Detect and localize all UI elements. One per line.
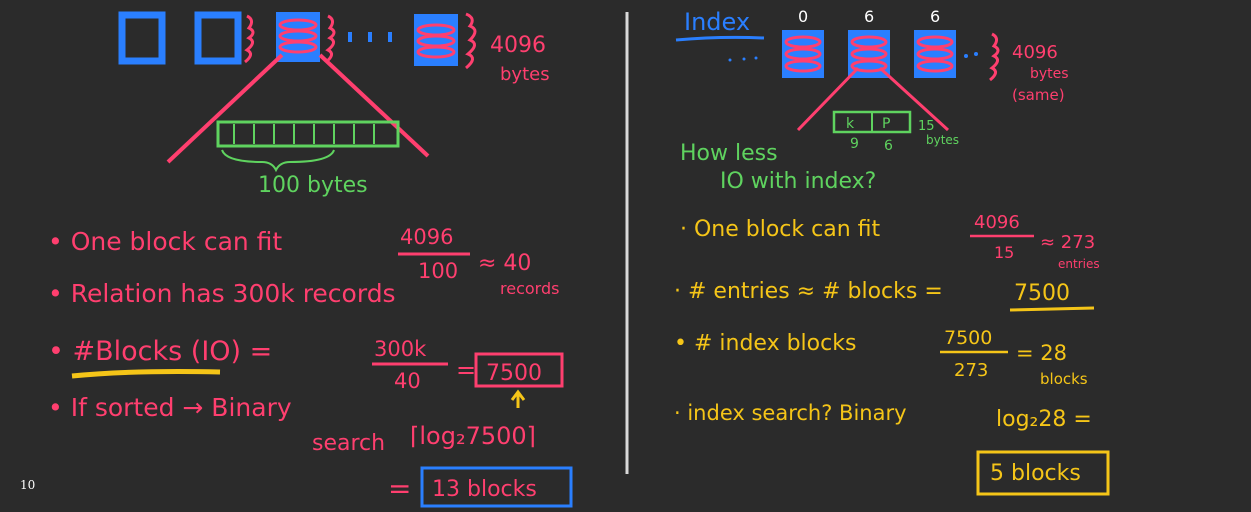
right-bullet-1-unit: entries (1058, 257, 1100, 271)
record-field-dividers (233, 124, 375, 144)
left-bullet-4-equals: = (388, 472, 411, 505)
entry-stack-icon (916, 35, 954, 73)
right-bullet-3-equals: = 28 (1016, 341, 1067, 365)
record-brace-icon (221, 149, 335, 173)
right-bullet-1-text: · One block can fit (680, 217, 881, 242)
disk-block-empty-1 (118, 11, 166, 65)
right-bullet-4-text: · index search? Binary (674, 401, 907, 425)
record-stack-icon (278, 18, 318, 54)
left-bullet-4-text: • If sorted → Binary (48, 393, 292, 422)
result-box (474, 352, 564, 388)
index-label: Index (684, 8, 750, 36)
index-entry-total: 15 (918, 119, 935, 134)
left-bullet-3-numerator: 300k (374, 337, 427, 361)
result-underline (1009, 306, 1095, 312)
right-bullet-3-denominator: 273 (954, 360, 988, 381)
left-bullet-4-formula: ⌈log₂7500⌉ (410, 422, 536, 450)
column-number-2: 6 (864, 7, 874, 26)
index-entry-pointer: P (882, 116, 890, 132)
zoom-line-left (796, 66, 860, 132)
highlight-underline (71, 369, 221, 379)
index-entry-total-unit: bytes (926, 133, 959, 147)
brace-icon (989, 32, 1000, 82)
right-bullet-3-unit: blocks (1040, 370, 1088, 388)
column-number-3: 6 (930, 7, 940, 26)
right-bullet-3-text: • # index blocks (674, 331, 856, 356)
right-index-diagram: Index 0 6 6 4096 bytes (same) k P (675, 7, 1069, 194)
index-block-size-unit: bytes (1030, 66, 1069, 82)
right-bullet-4-result: 5 blocks (990, 461, 1081, 486)
ellipsis-icon (964, 52, 978, 58)
right-bullet-2-result: 7500 (1014, 281, 1070, 306)
block-size-value: 4096 (490, 33, 546, 58)
index-block-size: 4096 (1012, 42, 1058, 63)
question-line-1: How less (680, 141, 778, 166)
left-bullet-2-text: • Relation has 300k records (48, 279, 396, 308)
right-bullets: · One block can fit 4096 15 ≈ 273 entrie… (674, 212, 1110, 496)
left-bullet-1-numerator: 4096 (400, 225, 453, 249)
left-block-diagram: 4096 bytes 100 bytes (118, 11, 550, 198)
index-block-size-note: (same) (1012, 86, 1065, 104)
brace-icon (325, 14, 336, 64)
index-entry-box (832, 110, 912, 134)
left-bullet-3-equals: = (456, 356, 476, 384)
index-entry-key: k (846, 116, 855, 132)
brace-icon (465, 12, 477, 70)
record-size-label: 100 bytes (258, 173, 368, 198)
right-bullet-2-text: · # entries ≈ # blocks = (674, 279, 943, 304)
right-bullet-4-formula: log₂28 = (996, 407, 1092, 432)
left-bullet-1-denominator: 100 (418, 259, 458, 283)
left-bullet-1-approx: ≈ 40 (478, 251, 531, 276)
left-bullets: • One block can fit 4096 100 ≈ 40 record… (48, 225, 573, 508)
left-bullet-3-text: • #Blocks (IO) = (48, 336, 272, 367)
zoom-line-right (318, 53, 430, 158)
entry-stack-icon (784, 35, 822, 73)
arrow-up-icon (510, 389, 526, 408)
left-bullet-1-text: • One block can fit (48, 227, 282, 256)
right-bullet-3-numerator: 7500 (944, 327, 992, 349)
left-bullet-4-search: search (312, 431, 385, 456)
column-number-1: 0 (798, 7, 808, 26)
page-number: 10 (20, 478, 36, 492)
index-underline (675, 35, 765, 42)
ellipsis-icon (728, 56, 758, 62)
right-bullet-1-approx: ≈ 273 (1040, 232, 1095, 253)
left-bullet-1-unit: records (500, 279, 559, 298)
disk-block-empty-2 (194, 11, 242, 65)
question-line-2: IO with index? (720, 169, 876, 194)
left-bullet-4-result: 13 blocks (432, 477, 537, 502)
record-box (216, 120, 400, 148)
ellipsis-icon (348, 32, 392, 42)
left-bullet-3-result: 7500 (486, 361, 542, 386)
right-bullet-1-denominator: 15 (994, 243, 1014, 262)
left-bullet-3-denominator: 40 (394, 369, 421, 393)
index-entry-key-size: 9 (850, 136, 859, 152)
zoom-line-right (878, 66, 950, 132)
zoom-line-left (166, 53, 284, 164)
index-entry-pointer-size: 6 (884, 138, 893, 154)
final-result-box (976, 450, 1110, 496)
final-result-box (420, 466, 573, 508)
brace-icon (244, 14, 255, 64)
right-bullet-1-numerator: 4096 (974, 212, 1020, 233)
entry-stack-icon (850, 35, 888, 73)
block-size-unit: bytes (500, 64, 550, 85)
record-stack-icon (416, 23, 456, 59)
